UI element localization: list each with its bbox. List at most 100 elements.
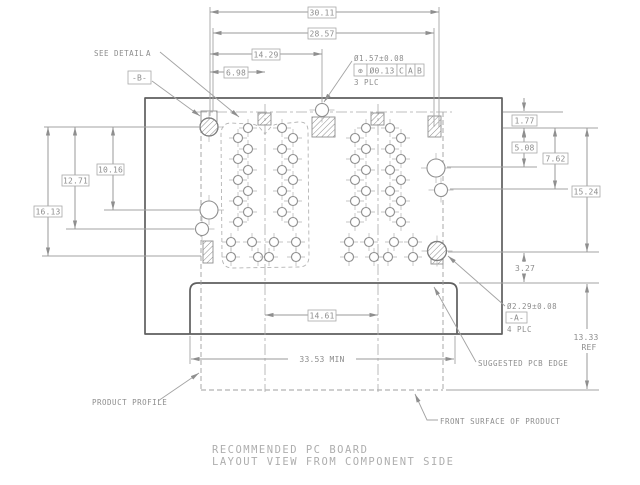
dim-16-13: 16.13 [33,205,63,218]
hole [225,251,237,263]
see-detail-label: SEE DETAIL [94,49,144,58]
product-outline [144,97,503,335]
dim-14-29-value: 14.29 [253,51,278,60]
dim-30-11-value: 30.11 [309,9,334,18]
fcf-tolerance: Ø0.13 [369,66,394,76]
see-detail-leader [159,51,240,118]
hole [395,153,407,165]
dim-15-24-value: 15.24 [573,188,598,197]
hole [343,251,355,263]
pcb-edge-leader [433,286,477,363]
drawing-title: RECOMMENDED PC BOARD LAYOUT VIEW FROM CO… [212,444,454,468]
pad-square-right [370,112,385,126]
dim-16-13-value: 16.13 [35,208,60,217]
dim-13-33-ref: REF [581,343,596,352]
hole [232,195,244,207]
hole-small-places: 3 PLC [354,78,379,87]
dim-10-16-value: 10.16 [98,166,123,175]
dim-1-77-value: 1.77 [514,117,534,126]
detail-a-boundary [220,121,310,269]
hole [407,236,419,248]
datum-b-label: -B- [132,74,147,83]
hole [242,143,254,155]
dim-33-53-value: 33.53 MIN [299,355,344,364]
front-surface-leader [414,393,438,421]
hole-small-size: Ø1.57±0.08 [354,54,404,63]
hole [290,251,302,263]
hole [276,185,288,197]
hole [268,236,280,248]
hole-large-callout: Ø2.29±0.08 -A- 4 PLC [505,302,557,334]
hole [263,251,275,263]
dim-14-61-value: 14.61 [309,312,334,321]
hole [395,174,407,186]
pcb-edge-notch [189,282,458,334]
hole [360,206,372,218]
fcf-datum-a: A [408,67,413,76]
hole [363,236,375,248]
hole [314,102,330,118]
hole [287,132,299,144]
hole [232,132,244,144]
hole [287,195,299,207]
dim-5-08: 5.08 [511,141,538,154]
dimension-texts: 3.27 13.33 REF 33.53 MIN [299,264,598,364]
hole [276,143,288,155]
dim-15-24: 15.24 [571,185,601,198]
hole [395,195,407,207]
hole [232,216,244,228]
hole-large-size: Ø2.29±0.08 [507,302,557,311]
hole [287,174,299,186]
front-surface-label: FRONT SURFACE OF PRODUCT [440,417,560,426]
hole [360,185,372,197]
detail-letter-label: A [146,49,151,58]
dim-6-98: 6.98 [223,66,249,79]
hole [194,221,210,237]
hole-large-leader [447,255,506,307]
hole [360,122,372,134]
hole [276,206,288,218]
hole [349,174,361,186]
hole [433,182,449,198]
hole [349,195,361,207]
dim-28-57-value: 28.57 [309,30,334,39]
dim-7-62-value: 7.62 [545,155,565,164]
dim-12-71: 12.71 [61,174,90,187]
hole [287,216,299,228]
hole [384,164,396,176]
hole [384,122,396,134]
hole [287,153,299,165]
fcf-datum-b: B [417,67,422,76]
dim-14-29: 14.29 [251,48,281,61]
hole [384,206,396,218]
hole [368,251,380,263]
hole [384,185,396,197]
pad-rect-right [427,115,442,138]
dim-1-77: 1.77 [511,114,538,127]
title-line-2: LAYOUT VIEW FROM COMPONENT SIDE [212,456,454,468]
product-profile-dashed [200,112,444,391]
hole-small-callout: Ø1.57±0.08 ⊕ Ø0.13 C A B 3 PLC [353,54,425,87]
pad-rect-bottom-left [202,240,214,264]
fcf-datum-c: C [399,67,404,76]
datum-b-leader [151,80,201,117]
hole [349,132,361,144]
hole [246,236,258,248]
hole [242,122,254,134]
dim-28-57: 28.57 [307,27,337,40]
dim-10-16: 10.16 [96,163,125,176]
leader-lines [151,51,506,421]
datum-a-label: -A- [509,314,524,323]
hole [232,174,244,186]
pad-square-left [257,112,272,126]
position-symbol-icon: ⊕ [358,67,363,76]
hole [426,240,448,262]
hole [382,251,394,263]
hole [426,158,446,178]
pad-rect-center [311,116,336,138]
hole [232,153,244,165]
dim-7-62: 7.62 [542,152,569,165]
extension-lines [42,7,599,391]
